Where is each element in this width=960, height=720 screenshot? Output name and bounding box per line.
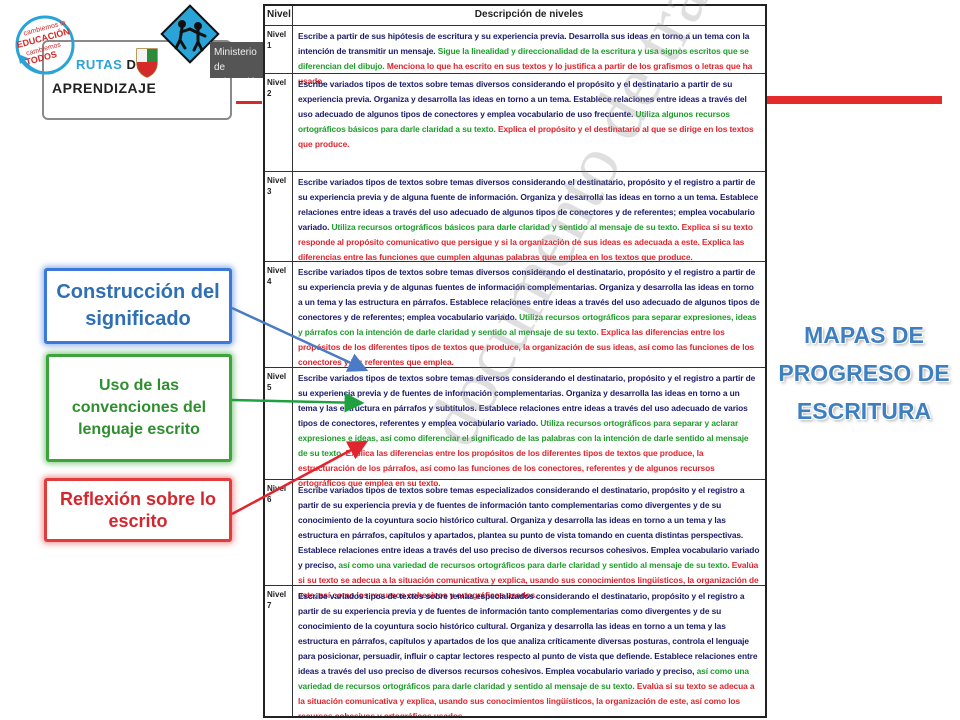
uso-convenciones-box: Uso de las convenciones del lenguaje esc… — [46, 354, 232, 462]
description-cell: Escribe variados tipos de textos sobre t… — [293, 368, 765, 488]
campaign-badge-icon: cambiemos la EDUCACIÓN cambiemos TODOS — [15, 15, 75, 75]
construccion-label: Construcción del significado — [56, 281, 220, 330]
description-segment: Utiliza recursos ortográficos básicos pa… — [331, 222, 682, 232]
description-segment: así como una variedad de recursos ortogr… — [338, 560, 732, 570]
level-cell: Nivel 5 — [265, 368, 293, 479]
description-segment: Escribe variados tipos de textos sobre t… — [298, 485, 760, 570]
peru-shield-icon — [136, 48, 158, 78]
description-segment: Evalúa si su texto se adecua a la situac… — [298, 560, 759, 600]
description-segment: así como una variedad de recursos ortogr… — [298, 666, 749, 691]
construccion-significado-box: Construcción del significado — [44, 268, 232, 344]
description-segment: Sigue la linealidad y direccionalidad de… — [298, 46, 749, 71]
level-cell: Nivel 2 — [265, 74, 293, 171]
ministry-line-2: de Educación — [214, 62, 261, 78]
reflexion-escrito-box: Reflexión sobre lo escrito — [44, 478, 232, 542]
description-segment: Menciona lo que ha escrito en sus textos… — [298, 61, 753, 86]
table-header: Nivel Descripción de niveles — [265, 6, 765, 26]
description-segment: Explica las diferencias entre los propós… — [298, 448, 715, 488]
description-cell: Escribe a partir de sus hipótesis de esc… — [293, 26, 765, 86]
description-segment: Escribe variados tipos de textos sobre t… — [298, 79, 747, 119]
ministry-line-1: Ministerio — [214, 47, 257, 58]
description-cell: Escribe variados tipos de textos sobre t… — [293, 172, 765, 262]
page-title: MAPAS DE PROGRESO DE ESCRITURA — [778, 322, 950, 424]
level-cell: Nivel 6 — [265, 480, 293, 585]
description-segment: Utiliza recursos ortográficos para separ… — [298, 312, 757, 337]
description-segment: Evalúa si su texto se adecua a la situac… — [298, 681, 755, 718]
description-segment: Explica si su texto responde al propósit… — [298, 222, 753, 262]
header-level: Nivel — [265, 6, 293, 25]
level-cell: Nivel 7 — [265, 586, 293, 716]
description-segment: Utiliza algunos recursos ortográficos bá… — [298, 109, 730, 134]
children-logo-icon — [160, 4, 220, 64]
header-red-rule-right — [766, 96, 942, 104]
convenciones-label: Uso de las convenciones del lenguaje esc… — [71, 377, 207, 438]
header-description: Descripción de niveles — [474, 9, 584, 20]
level-cell: Nivel 3 — [265, 172, 293, 261]
description-segment: Escribe variados tipos de textos sobre t… — [298, 177, 759, 232]
reflexion-label: Reflexión sobre lo escrito — [59, 489, 217, 531]
ministry-logo: Ministerio de Educación — [210, 42, 266, 78]
description-cell: Escribe variados tipos de textos sobre t… — [293, 586, 765, 718]
description-cell: Escribe variados tipos de textos sobre t… — [293, 262, 765, 367]
description-segment: Escribe variados tipos de textos sobre t… — [298, 373, 756, 428]
header-red-rule-left — [236, 101, 262, 104]
aprendizaje-word: APRENDIZAJE — [52, 80, 157, 96]
description-segment: Escribe a partir de sus hipótesis de esc… — [298, 31, 750, 56]
description-segment: Escribe variados tipos de textos sobre t… — [298, 267, 760, 322]
rutas-word: RUTAS — [76, 57, 123, 72]
description-segment: Escribe variados tipos de textos sobre t… — [298, 591, 758, 676]
description-segment: Explica las diferencias entre los propós… — [298, 327, 755, 367]
description-cell: Escribe variados tipos de textos sobre t… — [293, 74, 765, 171]
description-segment: Explica el propósito y el destinatario a… — [298, 124, 754, 149]
level-cell: Nivel 4 — [265, 262, 293, 367]
description-cell: Escribe variados tipos de textos sobre t… — [293, 480, 765, 600]
level-cell: Nivel 1 — [265, 26, 293, 73]
